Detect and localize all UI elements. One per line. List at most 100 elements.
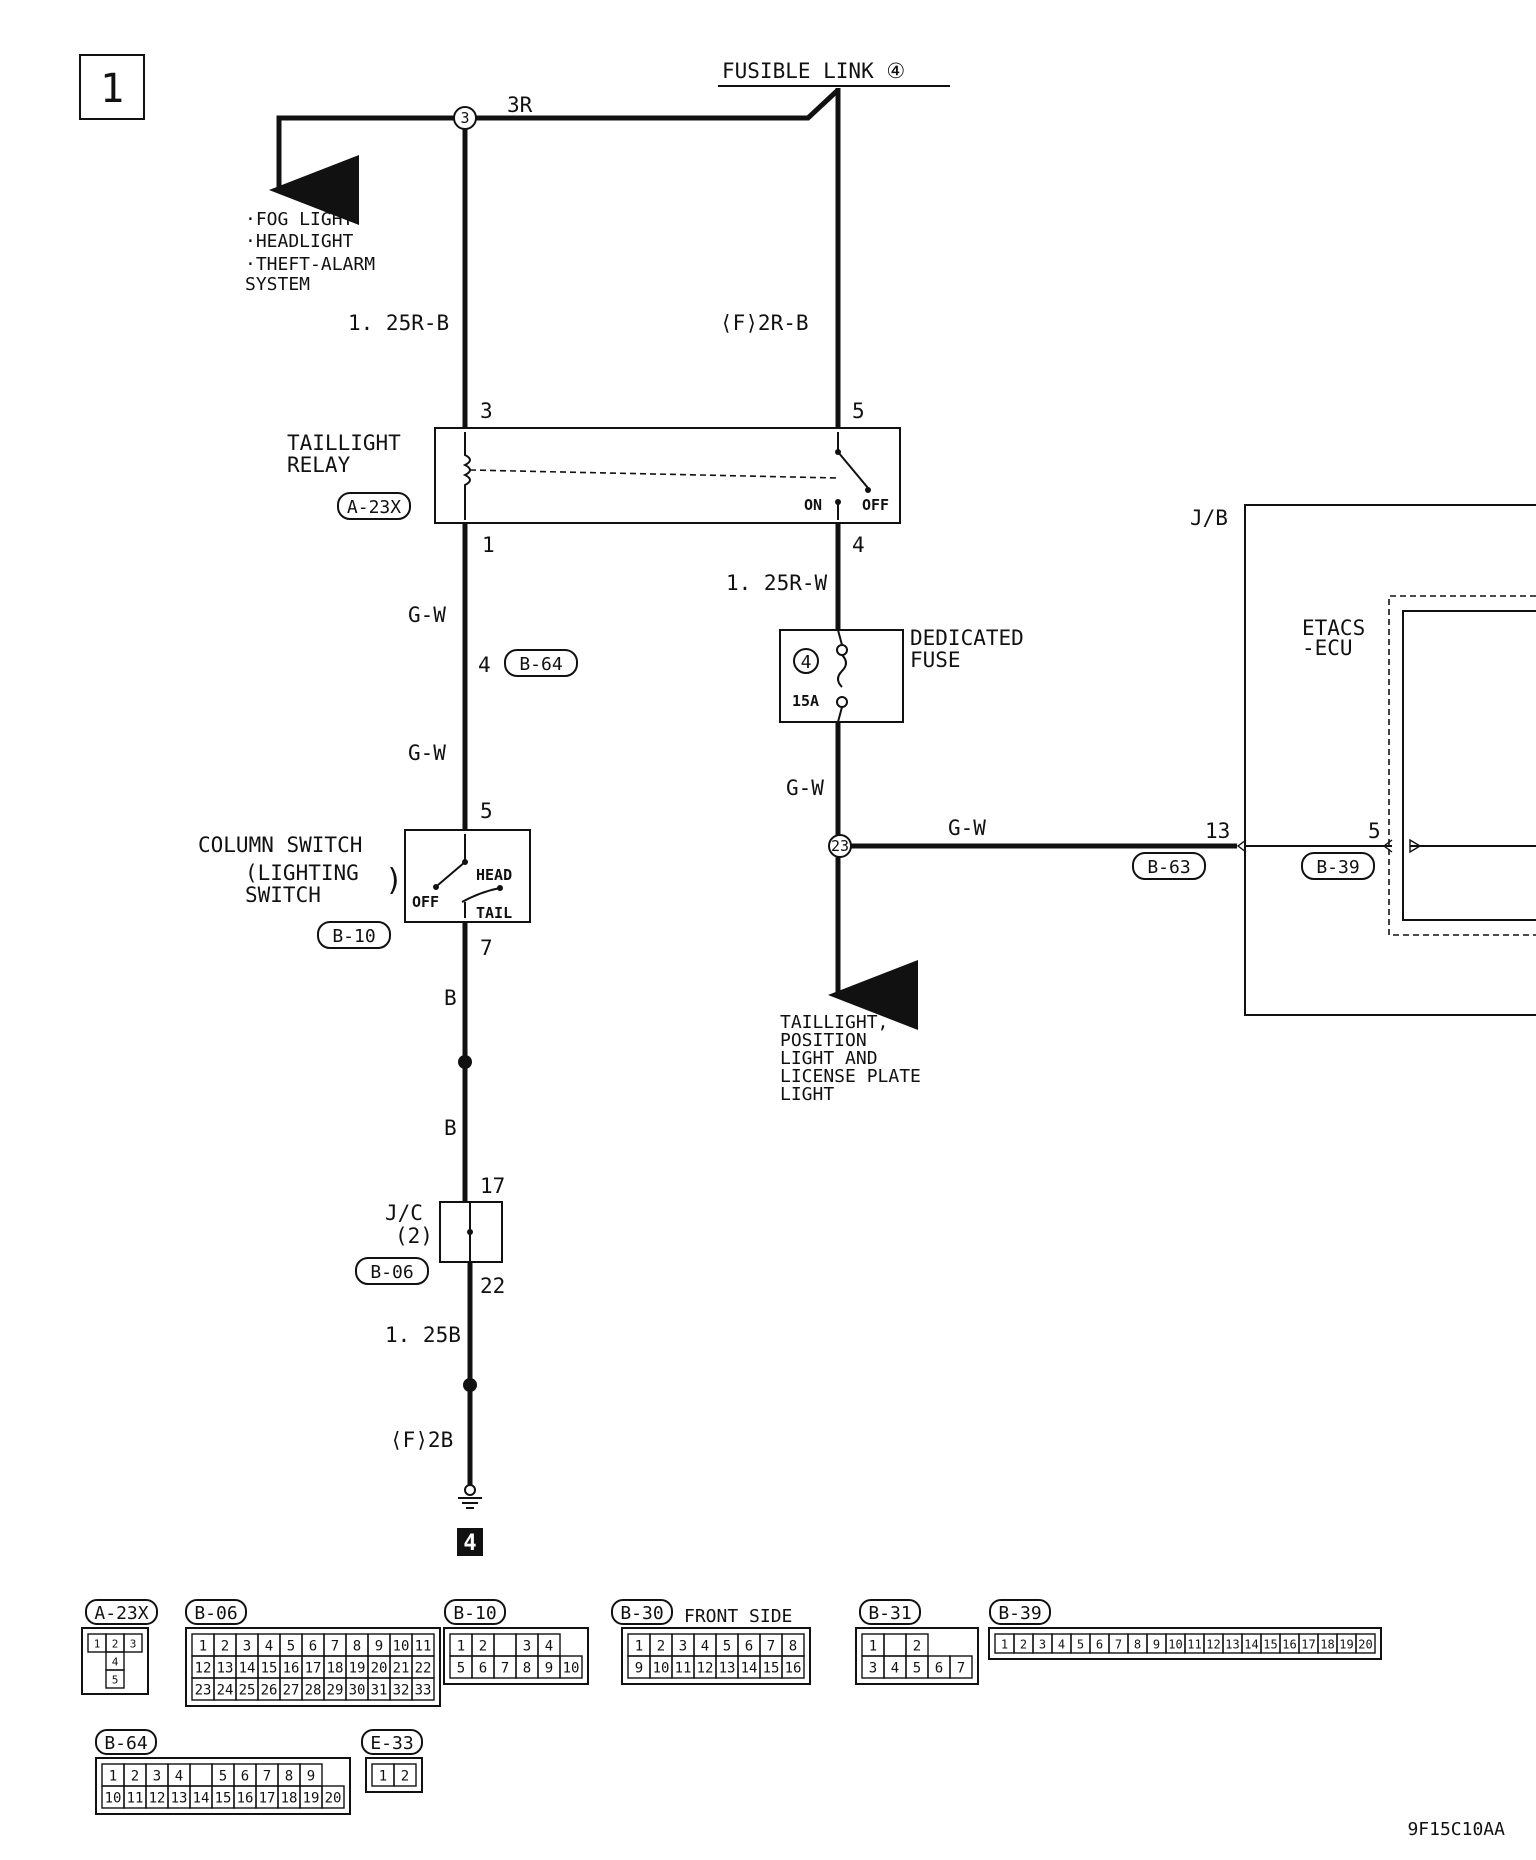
connector-pin-number: 10 — [1168, 1637, 1182, 1651]
dedicated-fuse: 4 15A DEDICATED FUSE — [779, 626, 1024, 723]
connector-id: B-64 — [104, 1733, 147, 1754]
connector-tag — [185, 1599, 247, 1625]
connector-pin-number: 2 — [479, 1639, 487, 1655]
connector-pin-number: 28 — [305, 1683, 322, 1699]
column-switch-connector-tag: B-10 — [317, 921, 391, 949]
svg-text:J/B: J/B — [1190, 506, 1228, 530]
connector-pin-number: 22 — [415, 1661, 432, 1677]
connector-pin-number: 19 — [1339, 1637, 1353, 1651]
connector-pin-number: 13 — [719, 1661, 736, 1677]
connector-pin-number: 12 — [149, 1791, 166, 1807]
svg-text:1: 1 — [100, 66, 124, 112]
connector-pin-number: 31 — [371, 1683, 388, 1699]
jc-connector-tag: B-06 — [355, 1257, 429, 1285]
connector-pin-number: 33 — [415, 1683, 432, 1699]
connector-pin-number: 10 — [653, 1661, 670, 1677]
connector-pin-number: 15 — [763, 1661, 780, 1677]
connector-pin-number: 10 — [563, 1661, 580, 1677]
svg-text:J/C: J/C — [385, 1201, 423, 1225]
connector-id: E-33 — [370, 1733, 413, 1754]
connector-pin-number: 29 — [327, 1683, 344, 1699]
connector-pin-number: 32 — [393, 1683, 410, 1699]
svg-text:HEAD: HEAD — [476, 866, 512, 884]
connector-pin-cell — [393, 1763, 417, 1787]
connector-pin-number: 8 — [1134, 1637, 1141, 1651]
junction-23: 23 — [828, 834, 852, 858]
svg-text:3: 3 — [460, 109, 469, 127]
connector-tag — [989, 1599, 1051, 1625]
connector-pin-number: 12 — [1206, 1637, 1220, 1651]
svg-text:DEDICATED: DEDICATED — [910, 626, 1024, 650]
connector-pin-cell — [559, 1655, 583, 1679]
figure-code: 9F15C10AA — [1407, 1819, 1505, 1840]
connector-pin-number: 9 — [635, 1661, 643, 1677]
connector-pin-number: 5 — [287, 1639, 295, 1655]
junction-3: 3 — [453, 106, 477, 130]
connector-pin-number: 13 — [217, 1661, 234, 1677]
svg-text:5: 5 — [480, 799, 493, 823]
svg-text:LICENSE PLATE: LICENSE PLATE — [780, 1066, 921, 1087]
svg-text:4: 4 — [478, 653, 491, 677]
svg-text:B-64: B-64 — [519, 654, 562, 675]
ground-symbol — [458, 1484, 482, 1509]
connector-pin-number: 8 — [523, 1661, 531, 1677]
jb-connector-tag-b63: B-63 — [1132, 852, 1206, 880]
connector-pin-number: 16 — [785, 1661, 802, 1677]
connector-pin-number: 18 — [281, 1791, 298, 1807]
ground-splice — [463, 1378, 477, 1392]
fusible-link-source: FUSIBLE LINK ④ — [718, 59, 950, 87]
wire-label-gw4: G-W — [948, 816, 986, 840]
connector-pin-number: 1 — [94, 1638, 101, 1651]
connector-pin-number: 5 — [1077, 1637, 1084, 1651]
connector-pin-number: 19 — [349, 1661, 366, 1677]
connector-pin-number: 9 — [375, 1639, 383, 1655]
connector-pin-number: 5 — [112, 1674, 119, 1687]
svg-text:·THEFT-ALARM: ·THEFT-ALARM — [245, 254, 375, 275]
connector-pin-number: 20 — [325, 1791, 342, 1807]
svg-text:4: 4 — [463, 1531, 476, 1556]
connector-pin-number: 3 — [1039, 1637, 1046, 1651]
connector-pin-number: 4 — [265, 1639, 273, 1655]
connector-pin-number: 7 — [1115, 1637, 1122, 1651]
connector-pin-number: 6 — [745, 1639, 753, 1655]
svg-text:ETACS: ETACS — [1302, 616, 1365, 640]
svg-text:TAILLIGHT,: TAILLIGHT, — [780, 1012, 888, 1033]
svg-text:LIGHT AND: LIGHT AND — [780, 1048, 878, 1069]
connector-pin-number: 23 — [195, 1683, 212, 1699]
connector-pin-number: 7 — [501, 1661, 509, 1677]
connector-pin-number: 26 — [261, 1683, 278, 1699]
connector-pin-number: 3 — [869, 1661, 877, 1677]
connector-pin-number: 19 — [303, 1791, 320, 1807]
connector-pin-number: 12 — [697, 1661, 714, 1677]
svg-text:RELAY: RELAY — [287, 453, 351, 477]
connector-pin-number: 16 — [283, 1661, 300, 1677]
wire-label-125rw: 1. 25R-W — [726, 571, 828, 595]
connector-pin-cell — [123, 1633, 143, 1653]
svg-text:4: 4 — [801, 652, 812, 673]
connector-pin-number: 25 — [239, 1683, 256, 1699]
connector-pin-number: 15 — [261, 1661, 278, 1677]
connector-tag — [611, 1599, 673, 1625]
connector-pin-number: 14 — [193, 1791, 210, 1807]
connector-pin-number: 10 — [393, 1639, 410, 1655]
svg-text:COLUMN SWITCH: COLUMN SWITCH — [198, 833, 362, 857]
column-switch: 5 7 COLUMN SWITCH (LIGHTING SWITCH ) HEA… — [198, 799, 531, 960]
connector-pin-number: 1 — [379, 1769, 387, 1785]
svg-text:(2): (2) — [395, 1224, 433, 1248]
connector-pin-number: 13 — [1225, 1637, 1239, 1651]
svg-text:FUSIBLE LINK ④: FUSIBLE LINK ④ — [722, 59, 905, 83]
connector-pin-number: 2 — [1020, 1637, 1027, 1651]
bottom-destination: TAILLIGHT, POSITION LIGHT AND LICENSE PL… — [780, 1012, 921, 1105]
junction-block: J/B ETACS -ECU 13 5 — [1190, 504, 1536, 1016]
connector-pin-cell — [781, 1655, 805, 1679]
connector-tag — [444, 1599, 506, 1625]
left-destination: ·FOG LIGHT ·HEADLIGHT ·THEFT-ALARM SYSTE… — [245, 209, 375, 295]
connector-pin-number: 2 — [913, 1639, 921, 1655]
connector-pin-number: 16 — [237, 1791, 254, 1807]
svg-text:B-63: B-63 — [1147, 857, 1190, 878]
